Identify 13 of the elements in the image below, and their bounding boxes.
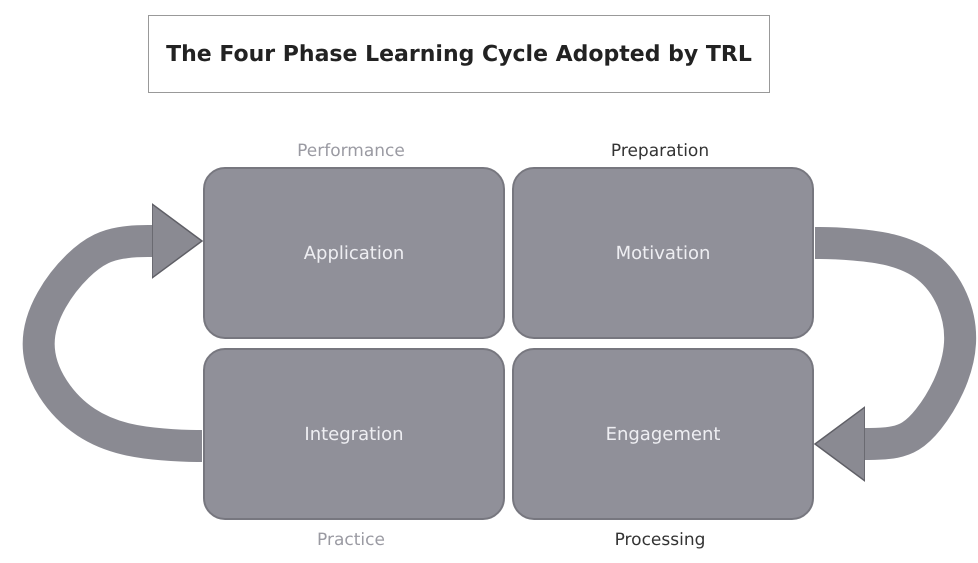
stage-caption: Practice: [316, 530, 386, 550]
phase-box: [512, 167, 814, 339]
phase-label: Motivation: [616, 242, 710, 264]
phase-box: [512, 348, 814, 520]
phase-box: [203, 348, 505, 520]
stage-caption: Preparation: [610, 141, 710, 161]
phase-label: Application: [304, 242, 404, 264]
phase-label: Integration: [304, 424, 404, 444]
stage-caption: Processing: [614, 530, 706, 550]
title: The Four Phase Learning Cycle Adopted by TRL: [148, 15, 770, 93]
stage-caption: Performance: [296, 141, 406, 161]
phase-label: Engagement: [606, 424, 720, 444]
phase-box: [203, 167, 505, 339]
